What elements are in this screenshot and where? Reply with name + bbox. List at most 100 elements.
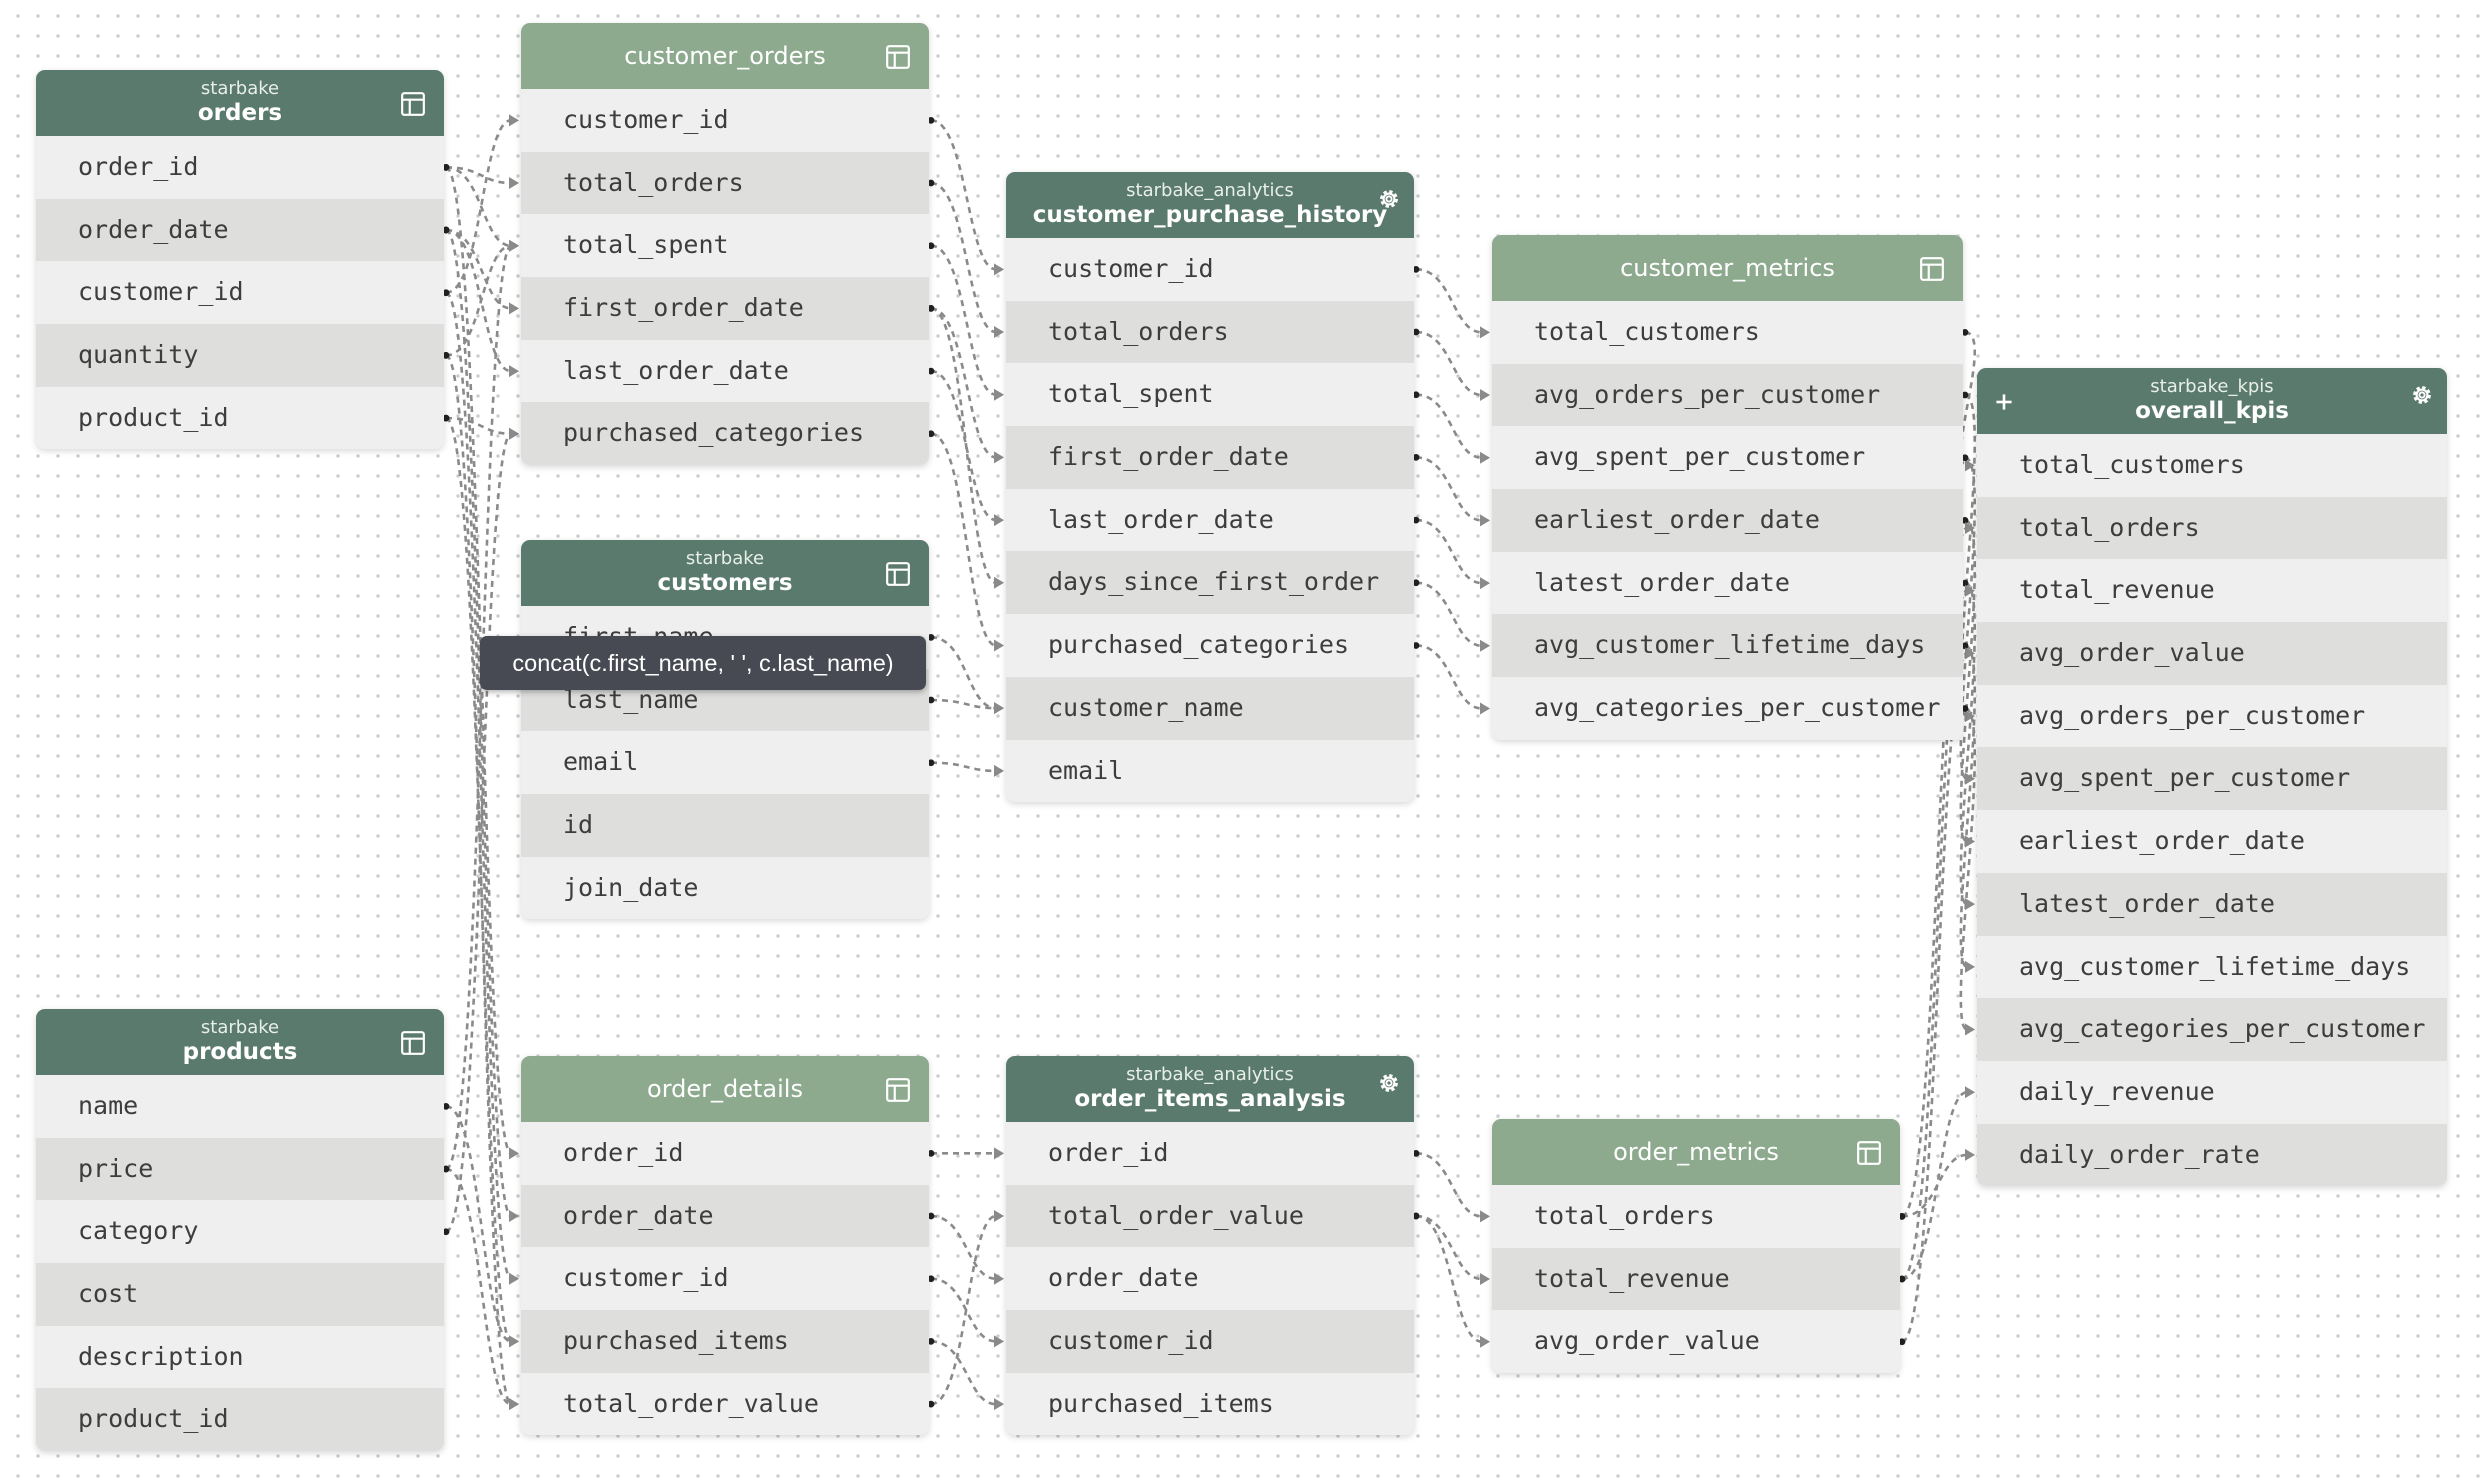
- column-row[interactable]: avg_order_value: [1492, 1310, 1900, 1374]
- node-customer-orders-header[interactable]: customer_orders: [521, 23, 929, 89]
- lineage-edge[interactable]: [930, 1214, 997, 1281]
- column-row[interactable]: join_date: [521, 856, 929, 920]
- gear-icon[interactable]: [2409, 382, 2435, 408]
- lineage-edge[interactable]: [445, 228, 512, 310]
- column-row[interactable]: total_orders: [1492, 1185, 1900, 1248]
- column-row[interactable]: daily_order_rate: [1977, 1123, 2447, 1187]
- lineage-edge[interactable]: [930, 636, 997, 710]
- lineage-edge[interactable]: [1415, 268, 1483, 334]
- column-row[interactable]: email: [521, 731, 929, 795]
- column-row[interactable]: avg_orders_per_customer: [1492, 363, 1963, 427]
- column-row[interactable]: avg_customer_lifetime_days: [1977, 935, 2447, 999]
- gear-icon[interactable]: [1376, 1070, 1402, 1096]
- column-row[interactable]: customer_id: [521, 89, 929, 152]
- column-row[interactable]: order_id: [521, 1122, 929, 1185]
- lineage-edge[interactable]: [444, 244, 513, 1171]
- column-row[interactable]: last_order_date: [1006, 488, 1414, 552]
- lineage-edge[interactable]: [1959, 707, 1977, 1031]
- node-overall-kpis-header[interactable]: starbake_kpis overall_kpis: [1977, 368, 2447, 434]
- lineage-edge[interactable]: [444, 354, 513, 1406]
- column-row[interactable]: order_date: [521, 1184, 929, 1248]
- lineage-edge[interactable]: [930, 369, 997, 522]
- table-icon[interactable]: [1856, 1140, 1882, 1166]
- column-row[interactable]: purchased_categories: [1006, 614, 1414, 677]
- lineage-edge[interactable]: [930, 181, 997, 334]
- column-row[interactable]: order_date: [36, 198, 444, 262]
- column-row[interactable]: name: [36, 1075, 444, 1138]
- table-icon[interactable]: [1919, 256, 1945, 282]
- column-row[interactable]: total_orders: [1006, 300, 1414, 364]
- lineage-edge[interactable]: [930, 1340, 997, 1406]
- lineage-edge[interactable]: [1901, 1090, 1968, 1281]
- column-row[interactable]: total_orders: [521, 151, 929, 215]
- node-orders[interactable]: starbake orders order_id order_date cust…: [36, 70, 444, 450]
- node-order-details-header[interactable]: order_details: [521, 1056, 929, 1122]
- lineage-edge[interactable]: [1415, 644, 1483, 710]
- column-row[interactable]: total_order_value: [1006, 1184, 1414, 1248]
- lineage-edge[interactable]: [1415, 1152, 1483, 1218]
- column-row[interactable]: avg_spent_per_customer: [1492, 426, 1963, 490]
- column-row[interactable]: cost: [36, 1263, 444, 1326]
- column-row[interactable]: total_revenue: [1492, 1247, 1900, 1311]
- node-customer-orders[interactable]: customer_orders customer_id total_orders…: [521, 23, 929, 466]
- table-icon[interactable]: [885, 561, 911, 587]
- lineage-edge[interactable]: [445, 244, 512, 357]
- column-row[interactable]: total_order_value: [521, 1372, 929, 1436]
- node-order-metrics[interactable]: order_metrics total_orders total_revenue…: [1492, 1119, 1900, 1374]
- column-row[interactable]: total_spent: [521, 214, 929, 278]
- lineage-edge[interactable]: [1415, 1214, 1483, 1281]
- column-row[interactable]: first_order_date: [521, 277, 929, 340]
- column-row[interactable]: purchased_categories: [521, 402, 929, 466]
- lineage-edge[interactable]: [930, 119, 997, 271]
- column-row[interactable]: last_order_date: [521, 339, 929, 403]
- lineage-edge[interactable]: [1415, 581, 1483, 648]
- table-icon[interactable]: [400, 91, 426, 117]
- column-row[interactable]: avg_categories_per_customer: [1977, 998, 2447, 1061]
- lineage-edge[interactable]: [1415, 330, 1483, 397]
- column-row[interactable]: customer_id: [521, 1247, 929, 1311]
- node-order-details[interactable]: order_details order_id order_date custom…: [521, 1056, 929, 1436]
- column-row[interactable]: purchased_items: [521, 1310, 929, 1373]
- column-row[interactable]: customer_id: [1006, 1310, 1414, 1373]
- node-customers-header[interactable]: starbake customers: [521, 540, 929, 606]
- column-row[interactable]: total_orders: [1977, 496, 2447, 560]
- lineage-edge[interactable]: [1901, 652, 1969, 1344]
- node-order-metrics-header[interactable]: order_metrics: [1492, 1119, 1900, 1185]
- column-row[interactable]: order_id: [36, 136, 444, 199]
- lineage-edge[interactable]: [445, 1167, 512, 1406]
- lineage-edge[interactable]: [445, 166, 512, 248]
- lineage-edge[interactable]: [1415, 456, 1483, 522]
- column-row[interactable]: avg_order_value: [1977, 622, 2447, 685]
- lineage-edge[interactable]: [930, 307, 997, 459]
- lineage-edge[interactable]: [930, 1214, 997, 1406]
- column-row[interactable]: total_spent: [1006, 363, 1414, 427]
- lineage-edge[interactable]: [1415, 518, 1483, 585]
- column-row[interactable]: category: [36, 1200, 444, 1264]
- lineage-edge[interactable]: [930, 307, 997, 585]
- column-row[interactable]: description: [36, 1325, 444, 1389]
- column-row[interactable]: product_id: [36, 386, 444, 450]
- table-icon[interactable]: [400, 1030, 426, 1056]
- node-order-items-analysis[interactable]: starbake_analytics order_items_analysis …: [1006, 1056, 1414, 1436]
- lineage-edge[interactable]: [445, 416, 512, 436]
- lineage-edge[interactable]: [1415, 1214, 1483, 1344]
- column-row[interactable]: daily_revenue: [1977, 1060, 2447, 1124]
- lineage-edge[interactable]: [445, 228, 512, 373]
- column-row[interactable]: latest_order_date: [1492, 551, 1963, 615]
- column-row[interactable]: order_id: [1006, 1122, 1414, 1185]
- gear-icon[interactable]: [1376, 186, 1402, 212]
- column-row[interactable]: total_customers: [1977, 434, 2447, 497]
- column-row[interactable]: days_since_first_order: [1006, 551, 1414, 615]
- lineage-edge[interactable]: [445, 166, 512, 185]
- node-customer-metrics[interactable]: customer_metrics total_customers avg_ord…: [1492, 235, 1963, 740]
- column-row[interactable]: customer_id: [1006, 238, 1414, 301]
- column-row[interactable]: first_order_date: [1006, 426, 1414, 489]
- table-icon[interactable]: [885, 1077, 911, 1103]
- table-icon[interactable]: [885, 44, 911, 70]
- column-row[interactable]: customer_name: [1006, 676, 1414, 740]
- column-row[interactable]: quantity: [36, 324, 444, 387]
- lineage-edge[interactable]: [1901, 1153, 1968, 1218]
- lineage-edge[interactable]: [930, 432, 997, 647]
- column-row[interactable]: latest_order_date: [1977, 872, 2447, 936]
- node-products[interactable]: starbake products name price category co…: [36, 1009, 444, 1452]
